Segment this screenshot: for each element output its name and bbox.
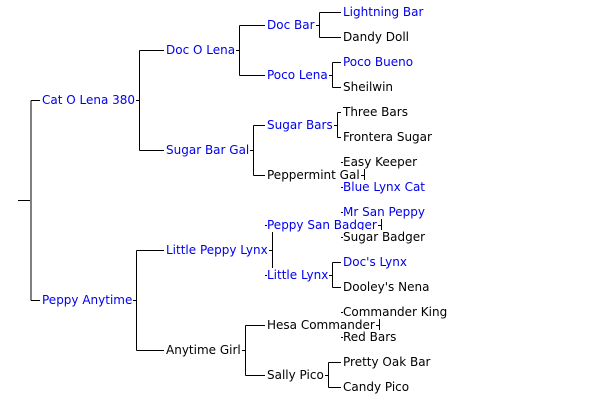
pedigree-node-frontera-sugar: Frontera Sugar (343, 130, 432, 144)
pedigree-node-candy-pico: Candy Pico (343, 380, 410, 394)
pedigree-node-sugar-bars[interactable]: Sugar Bars (267, 117, 333, 132)
pedigree-node-doc-o-lena[interactable]: Doc O Lena (166, 42, 236, 57)
pedigree-node-pretty-oak-bar: Pretty Oak Bar (343, 355, 431, 369)
pedigree-node-three-bars: Three Bars (343, 105, 408, 119)
pedigree-node-little-peppy-lynx[interactable]: Little Peppy Lynx (166, 242, 268, 257)
pedigree-node-peppermint-gal: Peppermint Gal (267, 167, 360, 182)
pedigree-node-peppy-san-badger[interactable]: Peppy San Badger (267, 217, 377, 232)
pedigree-node-sally-pico: Sally Pico (267, 367, 324, 382)
pedigree-node-dandy-doll: Dandy Doll (343, 30, 409, 44)
pedigree-node-sugar-badger: Sugar Badger (343, 230, 426, 244)
pedigree-node-sugar-bar-gal[interactable]: Sugar Bar Gal (166, 142, 250, 157)
pedigree-node-peppy-anytime[interactable]: Peppy Anytime (42, 292, 133, 307)
pedigree-node-hesa-commander: Hesa Commander (267, 317, 375, 332)
pedigree-node-red-bars: Red Bars (343, 330, 397, 344)
pedigree-node-dooley-s-nena: Dooley's Nena (343, 280, 430, 294)
pedigree-node-commander-king: Commander King (343, 305, 448, 319)
pedigree-node-sheilwin: Sheilwin (343, 80, 394, 94)
pedigree-node-poco-lena[interactable]: Poco Lena (267, 67, 328, 82)
pedigree-node-doc-bar[interactable]: Doc Bar (267, 17, 315, 32)
pedigree-node-lightning-bar[interactable]: Lightning Bar (343, 5, 424, 19)
pedigree-node-poco-bueno[interactable]: Poco Bueno (343, 55, 414, 69)
pedigree-node-little-lynx[interactable]: Little Lynx (267, 267, 329, 282)
pedigree-node-mr-san-peppy[interactable]: Mr San Peppy (343, 205, 426, 219)
pedigree-node-blue-lynx-cat[interactable]: Blue Lynx Cat (343, 180, 426, 194)
pedigree-node-doc-s-lynx[interactable]: Doc's Lynx (343, 255, 407, 269)
pedigree-node-easy-keeper: Easy Keeper (343, 155, 418, 169)
pedigree-node-anytime-girl: Anytime Girl (166, 342, 241, 357)
pedigree-node-cat-o-lena-380[interactable]: Cat O Lena 380 (42, 92, 136, 107)
